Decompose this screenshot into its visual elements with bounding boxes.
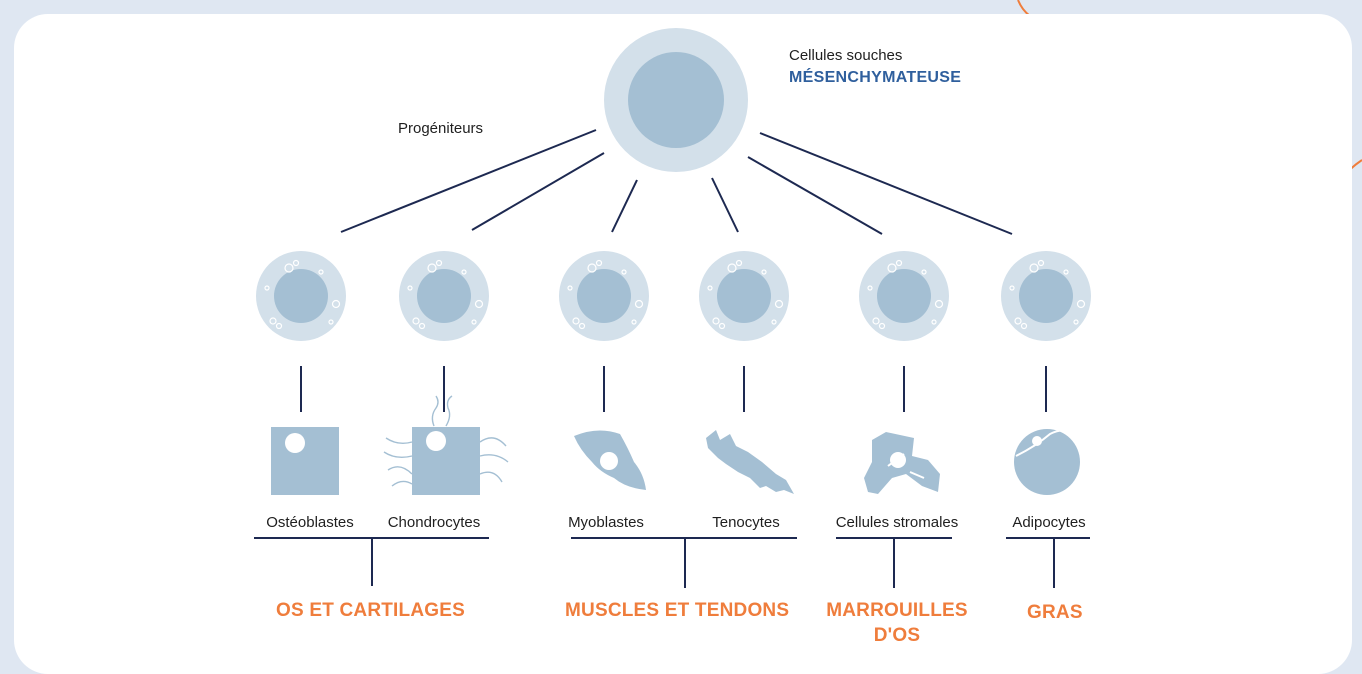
group-label-muscle-tendon: MUSCLES ET TENDONS — [565, 600, 790, 621]
cell-label-chondrocyte: Chondrocytes — [387, 514, 481, 531]
progenitor-links — [300, 366, 1047, 412]
diagram-stage: Cellules souches MÉSENCHYMATEUSE Progéni… — [14, 0, 1362, 674]
tenocyte-shape — [706, 430, 794, 494]
progenitors-label: Progéniteurs — [398, 120, 484, 137]
progenitor-cell-myoblast — [559, 251, 649, 341]
cell-label-adipocyte: Adipocytes — [1012, 514, 1086, 531]
progenitor-cell-stromal — [859, 251, 949, 341]
progenitor-cell-osteoblast — [256, 251, 346, 341]
stromal-shape — [864, 432, 940, 494]
group-label-bone-cartilage: OS ET CARTILAGES — [276, 600, 465, 621]
stem-connectors — [340, 129, 1013, 235]
progenitor-cell-chondrocyte — [399, 251, 489, 341]
connector-adipocyte — [759, 132, 1013, 235]
myoblast-shape — [574, 430, 646, 490]
connector-myoblast — [611, 179, 638, 233]
connector-tenocyte — [711, 177, 739, 233]
chondrocyte-shape — [383, 395, 509, 495]
group-label-fat: GRAS — [1027, 602, 1083, 623]
group-label-bone-marrow: MARROUILLES D'OS — [826, 600, 968, 646]
progenitor-cell-adipocyte — [1001, 251, 1091, 341]
cell-label-stromal: Cellules stromales — [835, 514, 959, 531]
connector-stromal — [747, 156, 883, 235]
osteoblast-shape — [271, 427, 339, 495]
lineage-diagram — [254, 28, 1091, 588]
stem-cell — [604, 28, 748, 172]
adipocyte-shape — [1014, 429, 1080, 495]
group-brackets — [254, 537, 1090, 588]
cell-label-osteoblast: Ostéoblastes — [266, 514, 354, 531]
connector-osteoblast — [340, 129, 597, 233]
progenitor-cells — [256, 251, 1091, 341]
progenitor-cell-tenocyte — [699, 251, 789, 341]
cell-label-myoblast: Myoblastes — [568, 514, 644, 531]
stem-cell-subtitle: MÉSENCHYMATEUSE — [789, 69, 962, 86]
connector-chondrocyte — [471, 152, 605, 231]
stem-cell-title: Cellules souches — [789, 47, 903, 64]
cell-label-tenocyte: Tenocytes — [712, 514, 780, 531]
